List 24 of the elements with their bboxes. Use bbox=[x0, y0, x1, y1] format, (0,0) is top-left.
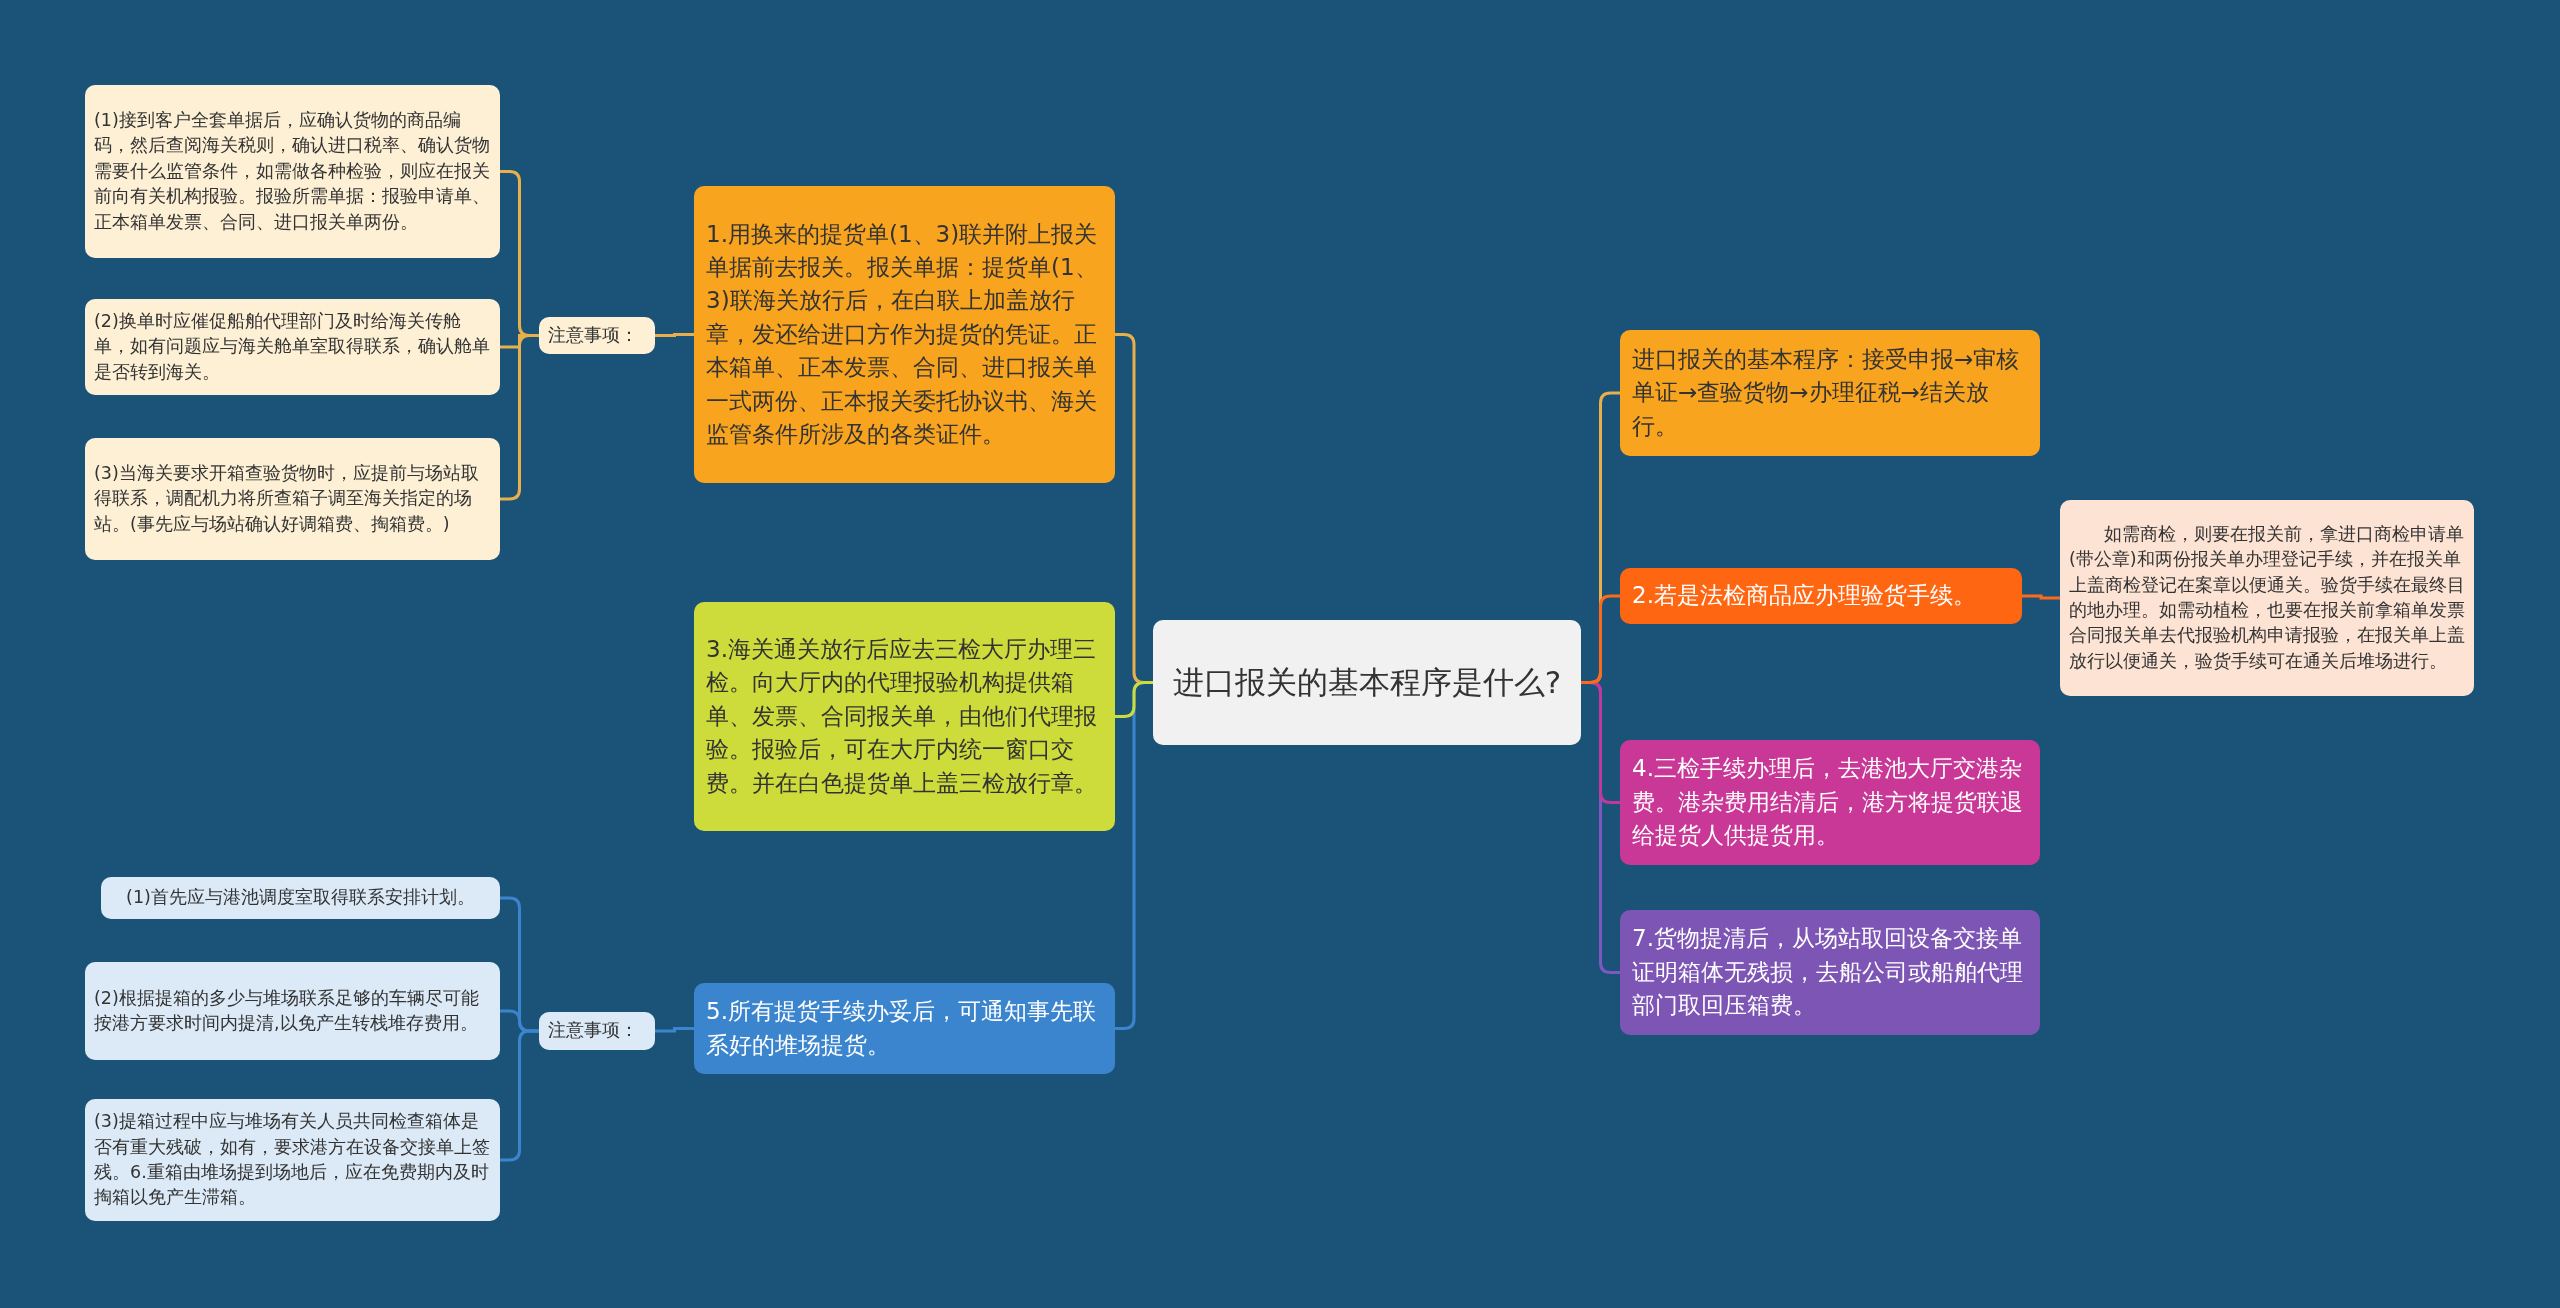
note-box: (1)接到客户全套单据后，应确认货物的商品编码，然后查阅海关税则，确认进口税率、确认货物需要什么监管条件，如需做各种检验，则应在报关前向有关机构报验。报验所需单据：报验申请单、正本箱单发票、合同、进口报关单两份。 bbox=[85, 85, 500, 258]
note-box: (3)提箱过程中应与堆场有关人员共同检查箱体是否有重大残破，如有，要求港方在设备交接单上签残。6.重箱由堆场提到场地后，应在免费期内及时掏箱以免产生滞箱。 bbox=[85, 1099, 500, 1221]
topic-box: 进口报关的基本程序是什么? bbox=[1153, 620, 1581, 745]
note-box: (3)当海关要求开箱查验货物时，应提前与场站取得联系，调配机力将所查箱子调至海关指定的场站。(事先应与场站确认好调箱费、掏箱费。) bbox=[85, 438, 500, 560]
note-box: 如需商检，则要在报关前，拿进口商检申请单(带公章)和两份报关单办理登记手续，并在报关单上盖商检登记在案章以便通关。验货手续在最终目的地办理。如需动植检，也要在报关前拿箱单发票合同报关单去代报验机构申请报验，在报关单上盖放行以便通关，验货手续可在通关后堆场进行。 bbox=[2060, 500, 2474, 696]
subtopic-box: 注意事项： bbox=[539, 1012, 655, 1050]
connector-line bbox=[500, 334, 539, 349]
note-box: (2)换单时应催促船舶代理部门及时给海关传舱单，如有问题应与海关舱单室取得联系，确认舱单是否转到海关。 bbox=[85, 299, 500, 395]
topic-box: 2.若是法检商品应办理验货手续。 bbox=[1620, 568, 2022, 624]
subtopic-box: 注意事项： bbox=[539, 317, 655, 354]
topic-box: 进口报关的基本程序：接受申报→审核单证→查验货物→办理征税→结关放行。 bbox=[1620, 330, 2040, 456]
topic-box: 1.用换来的提货单(1、3)联并附上报关单据前去报关。报关单据：提货单(1、3)联海关放行后，在白联上加盖放行章，发还给进口方作为提货的凭证。正本箱单、正本发票、合同、进口报关单一式两份、正本报关委托协议书、海关监管条件所涉及的各类证件。 bbox=[694, 186, 1115, 483]
topic-box: 7.货物提清后，从场站取回设备交接单证明箱体无残损，去船公司或船舶代理部门取回压箱费。 bbox=[1620, 910, 2040, 1035]
topic-box: 5.所有提货手续办妥后，可通知事先联系好的堆场提货。 bbox=[694, 983, 1115, 1074]
note-box: (2)根据提箱的多少与堆场联系足够的车辆尽可能按港方要求时间内提清,以免产生转栈堆存费用。 bbox=[85, 962, 500, 1060]
note-box: (1)首先应与港池调度室取得联系安排计划。 bbox=[101, 877, 500, 919]
connector-line bbox=[1115, 681, 1153, 718]
connector-line bbox=[655, 1027, 694, 1033]
connector-line bbox=[1581, 594, 1620, 684]
connector-line bbox=[2022, 594, 2060, 600]
topic-box: 4.三检手续办理后，去港池大厅交港杂费。港杂费用结清后，港方将提货联退给提货人供提货用。 bbox=[1620, 740, 2040, 865]
connector-line bbox=[500, 1009, 539, 1033]
topic-box: 3.海关通关放行后应去三检大厅办理三检。向大厅内的代理报验机构提供箱单、发票、合同报关单，由他们代理报验。报验后，可在大厅内统一窗口交费。并在白色提货单上盖三检放行章。 bbox=[694, 602, 1115, 831]
connector-line bbox=[655, 333, 694, 337]
